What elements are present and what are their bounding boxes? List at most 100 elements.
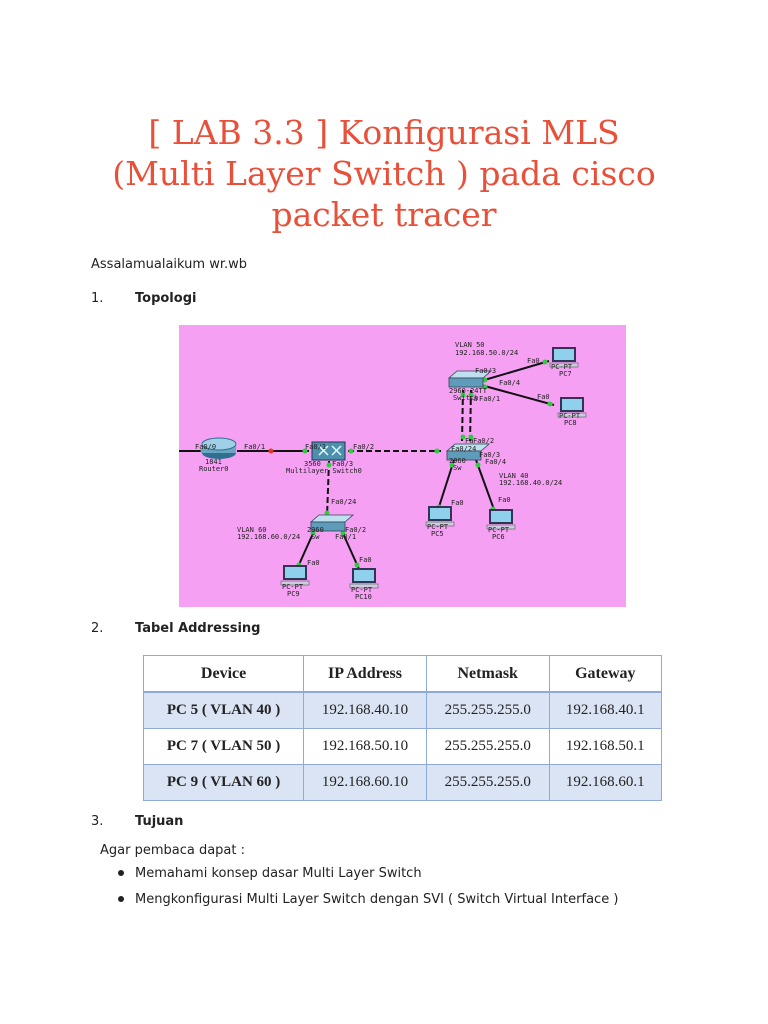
header-device: Device	[142, 655, 305, 693]
label-router-model: 1841	[205, 458, 222, 466]
list-item: Memahami konsep dasar Multi Layer Switch	[118, 866, 618, 892]
cell-device: PC 7 ( VLAN 50 )	[142, 728, 305, 765]
label-router-name: Router0	[199, 465, 229, 473]
label-pc8-name: PC8	[564, 419, 577, 427]
label-pc9-fa0: Fa0	[307, 559, 320, 567]
label-vlan50-net: 192.168.50.0/24	[455, 349, 518, 357]
greeting-text: Assalamualaikum wr.wb	[91, 257, 248, 272]
label-pc7-name: PC7	[559, 370, 572, 378]
label-top-fa04: Fa0/4	[499, 379, 520, 387]
cable-top-pc8	[480, 384, 555, 406]
cable-top-pc7	[480, 360, 550, 382]
addressing-table-container: Device IP Address Netmask Gateway PC 5 (…	[142, 655, 663, 801]
label-pc9-type: PC-PT	[282, 583, 304, 591]
label-mls-name: Multilayer Switch0	[286, 467, 362, 475]
header-ip-address: IP Address	[303, 655, 427, 693]
label-mls-fa01: Fa0/1	[305, 443, 326, 451]
label-vlan50-name: VLAN 50	[455, 341, 485, 349]
cell-ip: 192.168.40.10	[303, 691, 427, 729]
cable-bottom-pc10	[340, 528, 360, 570]
section-heading: Tabel Addressing	[135, 621, 261, 636]
label-top-fa02: Fa	[469, 395, 477, 403]
title-line-1: [ LAB 3.3 ] Konfigurasi MLS	[148, 113, 620, 152]
header-gateway: Gateway	[548, 655, 663, 693]
list-item: Mengkonfigurasi Multi Layer Switch denga…	[118, 892, 618, 918]
section-heading: Topologi	[135, 291, 197, 306]
pc9-icon	[280, 565, 310, 586]
label-pc6-name: PC6	[492, 533, 505, 541]
label-mls-model: 3560	[304, 460, 321, 468]
label-bottom-name: Sw	[311, 533, 320, 541]
list-item-text: Mengkonfigurasi Multi Layer Switch denga…	[135, 892, 619, 907]
pc10-icon	[349, 568, 379, 589]
label-pc5-fa0: Fa0	[451, 499, 464, 507]
label-pc10-name: PC10	[355, 593, 372, 601]
label-bottom-fa024: Fa0/24	[331, 498, 356, 506]
switch-bottom-icon	[309, 514, 355, 532]
label-pc8-fa0: Fa0	[537, 393, 550, 401]
cable-mid-pc5	[436, 459, 455, 514]
section-number: 2.	[91, 621, 104, 636]
label-bottom-fa02: Fa0/2	[345, 526, 366, 534]
goals-intro: Agar pembaca dapat :	[100, 843, 246, 858]
section-number: 1.	[91, 291, 104, 306]
label-pc6-fa0: Fa0	[498, 496, 511, 504]
label-pc7-fa0: Fa0	[527, 357, 540, 365]
label-router-fa00: Fa0/0	[195, 443, 216, 451]
label-mid-name: Sw	[453, 464, 462, 472]
switch-top-icon	[447, 370, 493, 388]
cable-mls-switch-bottom	[326, 460, 330, 518]
label-mid-model: 2960	[449, 457, 466, 465]
label-pc9-name: PC9	[287, 590, 300, 598]
label-vlan40-name: VLAN 40	[499, 472, 529, 480]
label-top-model: 2960-24TT	[449, 387, 488, 395]
topology-svg: Fa0/0 Fa0/1 1841 Router0 Fa0/1 Fa0/2 Fa0…	[179, 341, 587, 601]
page-title: [ LAB 3.3 ] Konfigurasi MLS (Multi Layer…	[60, 112, 708, 235]
label-pc5-type: PC-PT	[427, 523, 449, 531]
cell-ip: 192.168.50.10	[303, 728, 427, 765]
router-icon	[201, 437, 237, 459]
label-pc8-type: PC-PT	[559, 412, 581, 420]
table-row: PC 9 ( VLAN 60 ) 192.168.60.10 255.255.2…	[142, 764, 663, 801]
label-vlan40-net: 192.168.40.0/24	[499, 479, 562, 487]
title-line-2: (Multi Layer Switch ) pada cisco	[112, 154, 656, 193]
label-mls-fa03: Fa0/3	[332, 460, 353, 468]
cable-bottom-pc9	[296, 528, 316, 570]
label-vlan60-name: VLAN 60	[237, 526, 267, 534]
label-mid-fa024: Fa0/24	[451, 445, 476, 453]
topology-diagram: Fa0/0 Fa0/1 1841 Router0 Fa0/1 Fa0/2 Fa0…	[179, 325, 626, 607]
label-pc5-name: PC5	[431, 530, 444, 538]
bullet-icon	[118, 870, 124, 876]
label-mid-fa02: Fa0/2	[473, 437, 494, 445]
pc8-icon	[557, 397, 587, 418]
table-row: PC 5 ( VLAN 40 ) 192.168.40.10 255.255.2…	[142, 691, 663, 729]
label-pc10-type: PC-PT	[351, 586, 373, 594]
title-line-3: packet tracer	[271, 195, 497, 234]
pc7-icon	[549, 347, 579, 368]
section-number: 3.	[91, 814, 104, 829]
multilayer-switch-icon	[311, 441, 346, 461]
label-top-name: Switch	[453, 394, 478, 402]
cell-netmask: 255.255.255.0	[425, 764, 550, 801]
pc6-icon	[486, 509, 516, 530]
pc5-icon	[425, 506, 455, 527]
cell-gateway: 192.168.40.1	[548, 691, 663, 729]
table-row: PC 7 ( VLAN 50 ) 192.168.50.10 255.255.2…	[142, 728, 663, 765]
section-heading: Tujuan	[135, 814, 184, 829]
label-pc10-fa0: Fa0	[359, 556, 372, 564]
addressing-table: Device IP Address Netmask Gateway PC 5 (…	[142, 655, 663, 801]
cell-netmask: 255.255.255.0	[425, 691, 550, 729]
label-mls-fa02: Fa0/2	[353, 443, 374, 451]
label-router-fa01: Fa0/1	[244, 443, 265, 451]
label-pc6-type: PC-PT	[488, 526, 510, 534]
cell-device: PC 9 ( VLAN 60 )	[142, 764, 305, 801]
label-mid-fa03: Fa0/3	[479, 451, 500, 459]
bullet-icon	[118, 896, 124, 902]
label-vlan60-net: 192.168.60.0/24	[237, 533, 300, 541]
cell-gateway: 192.168.50.1	[548, 728, 663, 765]
cell-gateway: 192.168.60.1	[548, 764, 663, 801]
cell-device: PC 5 ( VLAN 40 )	[142, 691, 305, 729]
cell-ip: 192.168.60.10	[303, 764, 427, 801]
header-netmask: Netmask	[425, 655, 550, 693]
cable-mid-pc6	[475, 459, 497, 516]
